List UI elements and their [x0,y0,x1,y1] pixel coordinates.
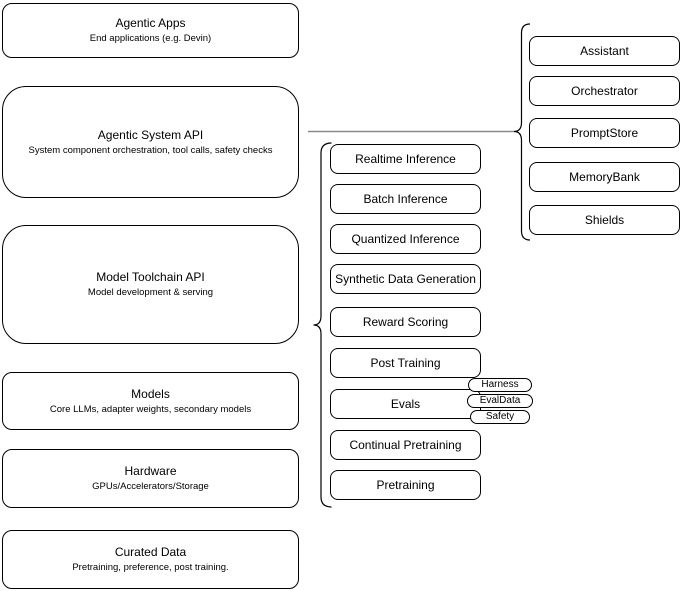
item-orchestrator: Orchestrator [529,76,680,106]
node-subtitle: Core LLMs, adapter weights, secondary mo… [49,403,252,415]
evals-pill-harness: Harness [468,378,532,392]
item-post-training: Post Training [330,348,481,378]
node-subtitle: End applications (e.g. Devin) [89,33,212,44]
node-agentic-system-api: Agentic System API System component orch… [2,86,299,198]
node-model-toolchain-api: Model Toolchain API Model development & … [2,225,299,344]
node-subtitle: System component orchestration, tool cal… [28,144,273,156]
evals-pill-evaldata: EvalData [467,394,533,408]
evals-pill-safety: Safety [470,410,530,424]
node-title: Agentic Apps [115,16,186,30]
node-subtitle: GPUs/Accelerators/Storage [92,481,209,492]
node-subtitle: Pretraining, preference, post training. [72,562,229,573]
node-hardware: Hardware GPUs/Accelerators/Storage [2,449,299,508]
node-title: Curated Data [114,545,187,559]
item-batch-inference: Batch Inference [330,184,481,214]
node-title: Agentic System API [97,127,204,142]
node-agentic-apps: Agentic Apps End applications (e.g. Devi… [2,3,299,58]
node-models: Models Core LLMs, adapter weights, secon… [2,372,299,430]
node-subtitle: Model development & serving [87,287,214,298]
item-memorybank: MemoryBank [529,162,680,192]
node-curated-data: Curated Data Pretraining, preference, po… [2,530,299,589]
node-title: Models [131,386,170,401]
item-shields: Shields [529,205,680,235]
item-quantized-inference: Quantized Inference [330,224,481,254]
node-title: Model Toolchain API [96,270,205,284]
item-evals: Evals [330,389,481,419]
toolchain-brace [313,142,332,508]
item-pretraining: Pretraining [330,470,481,500]
item-assistant: Assistant [529,36,680,66]
system-components-brace [513,23,531,241]
item-continual-pretraining: Continual Pretraining [330,430,481,460]
item-promptstore: PromptStore [529,118,680,148]
node-title: Hardware [124,464,177,478]
item-reward-scoring: Reward Scoring [330,307,481,337]
item-realtime-inference: Realtime Inference [330,144,481,174]
item-synthetic-data-generation: Synthetic Data Generation [330,264,481,294]
